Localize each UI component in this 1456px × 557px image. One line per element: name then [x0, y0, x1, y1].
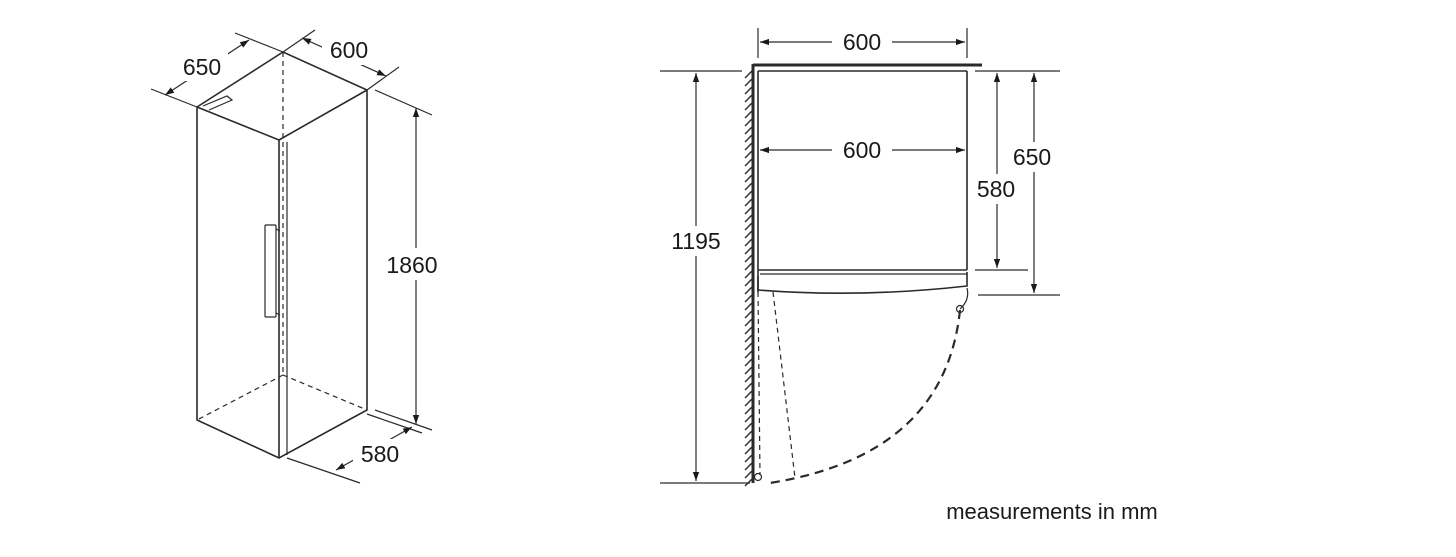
wall-hatch-line — [744, 173, 754, 183]
wall-hatch-line — [744, 301, 754, 311]
plan-total-depth-dimension: 650 — [978, 70, 1060, 296]
wall-hatch-line — [744, 429, 754, 439]
wall-hatch-line — [744, 229, 754, 239]
iso-inner-depth-label: 580 — [361, 441, 399, 467]
wall-hatch-line — [744, 381, 754, 391]
iso-width-label: 600 — [330, 37, 368, 63]
wall-hatch-line — [744, 221, 754, 231]
wall-hatch-line — [744, 93, 754, 103]
wall-hatch-line — [744, 261, 754, 271]
wall-hatch-line — [744, 453, 754, 463]
wall-hatch-line — [744, 405, 754, 415]
wall-hatch-line — [744, 165, 754, 175]
wall-hatch-line — [744, 197, 754, 207]
wall-hatch-line — [744, 445, 754, 455]
wall-hatch-line — [744, 325, 754, 335]
wall-hatch-line — [744, 397, 754, 407]
wall-hatch-line — [744, 149, 754, 159]
iso-depth-dimension: 650 — [150, 32, 284, 108]
cabinet-outline — [196, 51, 368, 459]
wall-hatch-line — [744, 245, 754, 255]
door-swing — [753, 291, 962, 485]
wall-hatch-line — [744, 421, 754, 431]
plan-inner-width-label: 600 — [843, 137, 881, 163]
isometric-view: 650 600 1860 580 — [150, 29, 444, 484]
iso-inner-depth-dimension: 580 — [286, 413, 423, 484]
plan-inner-width-dimension: 600 — [760, 135, 965, 165]
wall-hatch-line — [744, 181, 754, 191]
wall-hatch-line — [744, 389, 754, 399]
wall-hatch-line — [744, 213, 754, 223]
iso-depth-label: 650 — [183, 54, 221, 80]
plan-door-open-label: 1195 — [671, 228, 720, 254]
wall-hatch-line — [744, 77, 754, 87]
wall-hatch-line — [744, 157, 754, 167]
wall-hatch-line — [744, 437, 754, 447]
wall-hatch-line — [744, 341, 754, 351]
wall-hatch-line — [744, 413, 754, 423]
iso-width-dimension: 600 — [282, 29, 400, 91]
wall-hatch-line — [744, 69, 754, 79]
wall-hatch-line — [744, 237, 754, 247]
units-note: measurements in mm — [946, 499, 1158, 524]
wall-hatch-line — [744, 141, 754, 151]
wall-hatch-line — [744, 133, 754, 143]
wall-hatch-line — [744, 333, 754, 343]
plan-body-depth-label: 580 — [977, 176, 1015, 202]
wall-hatch-line — [744, 309, 754, 319]
wall-hatch-line — [744, 373, 754, 383]
wall-hatch-line — [744, 285, 754, 295]
wall-hatch-line — [744, 357, 754, 367]
wall-hatch-line — [744, 101, 754, 111]
plan-total-depth-label: 650 — [1013, 144, 1051, 170]
wall-hatch-line — [744, 349, 754, 359]
wall-hatch-line — [744, 125, 754, 135]
iso-height-dimension: 1860 — [374, 89, 444, 431]
wall-hatched — [744, 64, 755, 487]
wall-hatch-line — [744, 469, 754, 479]
plan-cabinet-body — [757, 70, 969, 314]
wall-hatch-line — [744, 189, 754, 199]
wall-hatch-line — [744, 277, 754, 287]
wall-hatch-line — [744, 477, 754, 487]
plan-door-open-dimension: 1195 — [660, 70, 750, 484]
wall-hatch-line — [744, 365, 754, 375]
iso-height-label: 1860 — [386, 252, 437, 278]
plan-outer-width-label: 600 — [843, 29, 881, 55]
wall-hatch-line — [744, 205, 754, 215]
wall-hatch-line — [744, 317, 754, 327]
wall-hatch-line — [744, 461, 754, 471]
wall-hatch-line — [744, 117, 754, 127]
plan-outer-width-dimension: 600 — [757, 27, 968, 58]
wall-hatch-line — [744, 109, 754, 119]
plan-view: 600 600 1195 580 — [660, 27, 1060, 487]
wall-hatch-line — [744, 253, 754, 263]
wall-hatch-line — [744, 85, 754, 95]
wall-hatch-line — [744, 293, 754, 303]
plan-body-depth-dimension: 580 — [972, 70, 1028, 271]
wall-hatch-line — [744, 269, 754, 279]
